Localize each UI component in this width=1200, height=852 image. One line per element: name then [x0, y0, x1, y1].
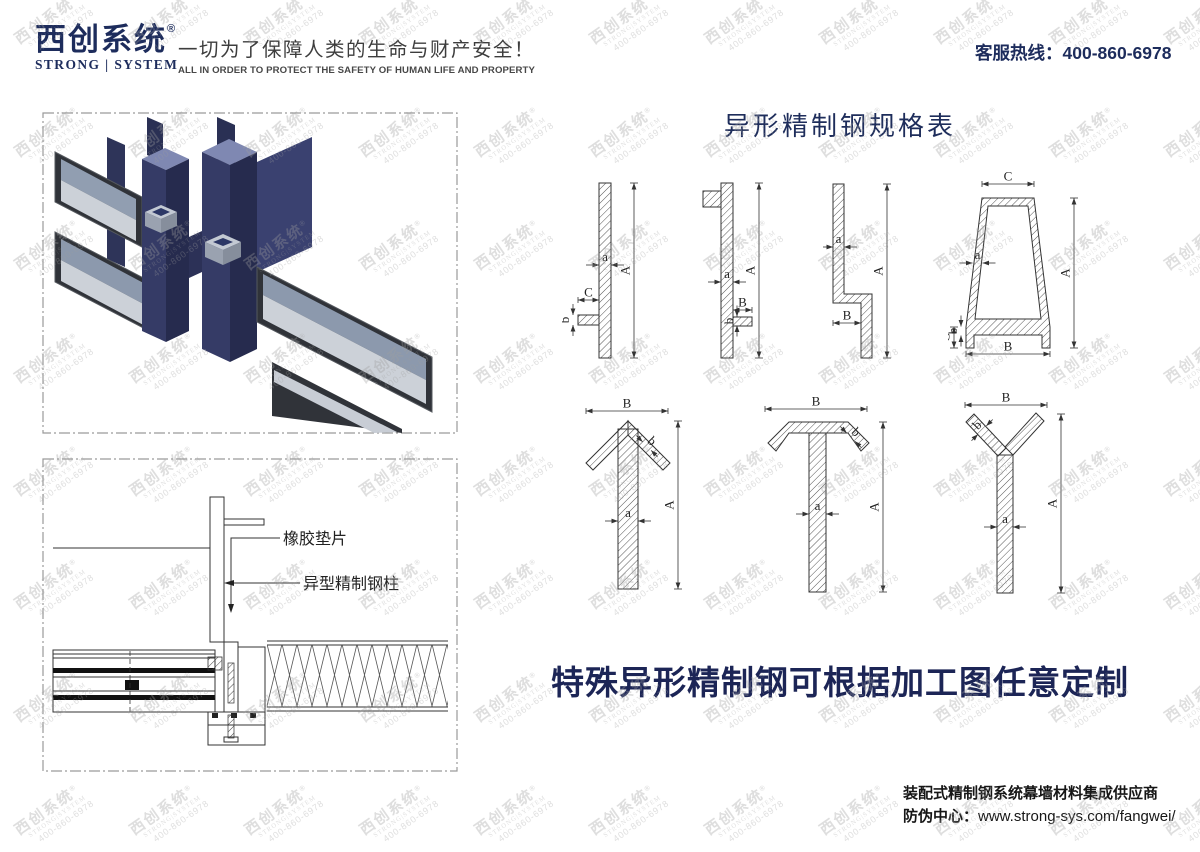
footer-anticounterfeit-line: 防伪中心：www.strong-sys.com/fangwei/: [903, 808, 1176, 826]
footer: 装配式精制钢系统幕墙材料集成供应商 防伪中心：www.strong-sys.co…: [903, 782, 1176, 829]
dim-label: B: [812, 394, 821, 409]
spec-table-title: 异形精制钢规格表: [723, 111, 956, 141]
profile-z-offset-bar: A Ba: [823, 183, 891, 359]
dim-label: a: [602, 249, 608, 264]
dim-label: C: [584, 285, 593, 300]
dim-label: b: [948, 328, 960, 335]
profile-tapered-box-with-bottom-legs: A C C Ba b: [948, 169, 1078, 357]
profile-bar-with-top-left-and-bottom-right-tabs: A Ba b: [702, 182, 763, 359]
dim-label: A: [1045, 498, 1060, 508]
dim-label: a: [975, 247, 981, 262]
profile-flat-bar-with-bottom-left-tab: A Ca b: [562, 182, 638, 359]
dim-label: b: [721, 318, 736, 325]
dim-label: a: [724, 266, 730, 281]
company-slogan: 一切为了保障人类的生命与财产安全！ ALL IN ORDER TO PROTEC…: [178, 33, 535, 76]
dim-label: B: [1002, 393, 1011, 405]
curtain-wall-3d-render: [42, 112, 458, 434]
dim-label: A: [743, 265, 758, 275]
dim-label: B: [843, 308, 852, 323]
dim-label: b: [562, 317, 572, 324]
dim-label: a: [1002, 511, 1008, 526]
company-logo: 西创系统® STRONG | SYSTEM: [35, 24, 178, 73]
steel-column-section-drawing: 橡胶垫片 异型精制钢柱: [42, 458, 458, 772]
gasket-label: 橡胶垫片: [283, 530, 347, 548]
logo-english: STRONG | SYSTEM: [35, 57, 179, 72]
slogan-chinese: 一切为了保障人类的生命与财产安全！: [178, 39, 536, 61]
anticounterfeit-url: www.strong-sys.com/fangwei/: [978, 808, 1176, 826]
dim-label: A: [871, 266, 886, 276]
slogan-english: ALL IN ORDER TO PROTECT THE SAFETY OF HU…: [178, 65, 535, 76]
steel-column-label: 异型精制钢柱: [303, 575, 399, 593]
dim-label: A: [662, 500, 677, 510]
dim-label: B: [1004, 339, 1013, 354]
dim-label: B: [738, 295, 747, 310]
cad-section-panel: 橡胶垫片 异型精制钢柱: [42, 458, 458, 772]
dim-label: C: [1004, 169, 1013, 184]
dim-label: A: [618, 265, 633, 275]
headline: 特殊异形精制钢可根据加工图任意定制: [551, 664, 1129, 701]
dim-label: C: [948, 333, 953, 342]
dim-label: B: [623, 396, 632, 411]
logo-chinese: 西创系统®: [35, 22, 176, 57]
dim-label: A: [867, 502, 882, 512]
assembly-3d-panel: [42, 112, 458, 434]
dim-label: a: [625, 505, 631, 520]
dim-label: a: [836, 231, 842, 246]
service-hotline: 客服热线：400-860-6978: [975, 43, 1172, 63]
dim-label: A: [1058, 268, 1073, 278]
dim-label: a: [815, 498, 821, 513]
footer-supplier-line: 装配式精制钢系统幕墙材料集成供应商: [903, 785, 1159, 802]
registered-mark: ®: [167, 23, 176, 35]
